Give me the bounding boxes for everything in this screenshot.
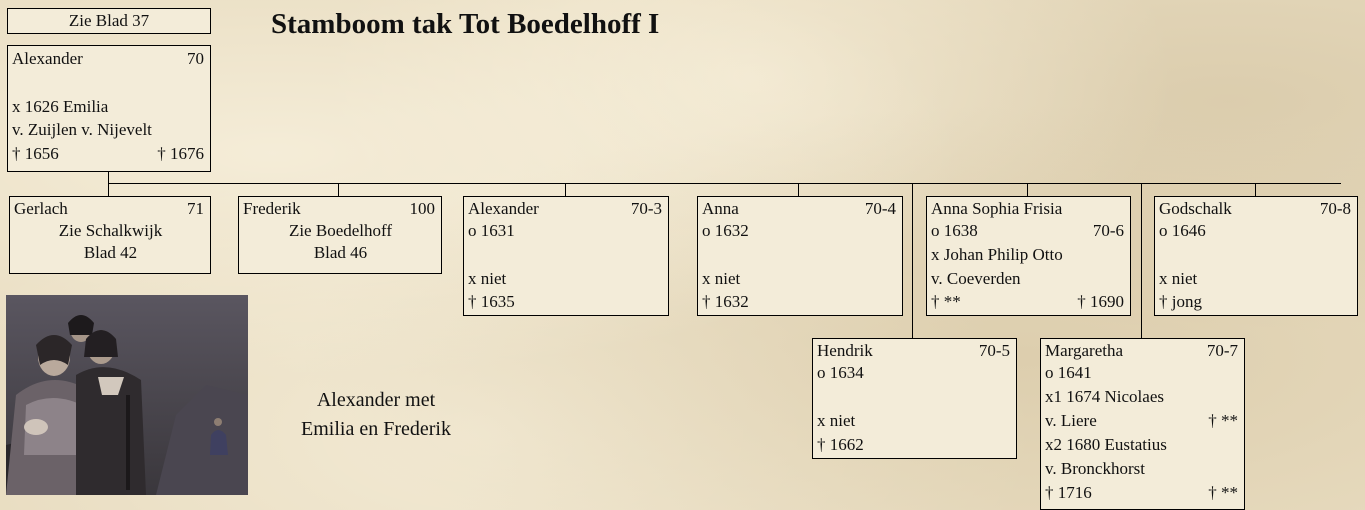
person-name: Margaretha <box>1045 341 1124 360</box>
connector-hendrik-branch <box>912 183 913 338</box>
spouse-line-2: v. Bronckhorst <box>1045 459 1145 478</box>
person-name: Gerlach <box>14 199 68 218</box>
spouse-line: v. Zuijlen v. Nijevelt <box>12 120 152 139</box>
portrait-painting <box>6 295 248 495</box>
spouse-1-death: † ** <box>1208 411 1238 430</box>
death-left: † 1656 <box>12 144 59 163</box>
person-box-alexander-70: Alexander 70 x 1626 Emilia v. Zuijlen v.… <box>7 45 211 172</box>
death-left: † 1716 <box>1045 483 1092 502</box>
person-box-gerlach-71: Gerlach 71 Zie Schalkwijk Blad 42 <box>9 196 211 274</box>
connector-horizontal <box>108 183 1341 184</box>
reference-page: Blad 42 <box>83 243 138 262</box>
person-name: Hendrik <box>817 341 873 360</box>
marriage-line: x 1626 Emilia <box>12 97 109 116</box>
person-number: 70-8 <box>1319 199 1351 218</box>
person-box-godschalk-70-8: Godschalk 70-8 o 1646 x niet † jong <box>1154 196 1358 316</box>
person-name: Anna Sophia Frisia <box>931 199 1063 218</box>
reference-text: Zie Boedelhoff <box>288 221 393 240</box>
death-line: † 1632 <box>702 292 749 311</box>
marriage-line-2: x2 1680 Eustatius <box>1045 435 1167 454</box>
person-number: 70-7 <box>1206 341 1238 360</box>
reference-page: Blad 46 <box>313 243 368 262</box>
person-box-anna-sophia-70-6: Anna Sophia Frisia o 1638 70-6 x Johan P… <box>926 196 1131 316</box>
marriage-line: x Johan Philip Otto <box>931 245 1063 264</box>
death-line: † jong <box>1159 292 1202 311</box>
connector-gerlach <box>108 183 109 196</box>
marriage-line: x niet <box>1159 269 1198 288</box>
birth-line: o 1631 <box>468 221 515 240</box>
connector-frederik <box>338 183 339 196</box>
person-number: 71 <box>187 199 204 218</box>
marriage-line-1: x1 1674 Nicolaes <box>1045 387 1164 406</box>
death-line: † 1662 <box>817 435 864 454</box>
person-name: Godschalk <box>1159 199 1232 218</box>
spouse-line-1: v. Liere <box>1045 411 1097 430</box>
person-number: 100 <box>409 199 436 218</box>
person-number: 70-6 <box>1092 221 1124 240</box>
person-number: 70-4 <box>864 199 896 218</box>
person-box-anna-70-4: Anna 70-4 o 1632 x niet † 1632 <box>697 196 903 316</box>
reference-text: Zie Schalkwijk <box>58 221 163 240</box>
death-line: † 1635 <box>468 292 515 311</box>
connector-anna <box>798 183 799 196</box>
person-number: 70-5 <box>978 341 1010 360</box>
death-right: † 1690 <box>1077 292 1124 311</box>
marriage-line: x niet <box>702 269 741 288</box>
person-name: Frederik <box>243 199 301 218</box>
marriage-line: x niet <box>468 269 507 288</box>
person-name: Alexander <box>468 199 539 218</box>
connector-root-down <box>108 172 109 184</box>
death-right: † 1676 <box>157 144 204 163</box>
portrait-caption: Alexander met Emilia en Frederik <box>301 389 451 440</box>
person-name: Alexander <box>12 49 83 68</box>
person-box-margaretha-70-7: Margaretha 70-7 o 1641 x1 1674 Nicolaes … <box>1040 338 1245 510</box>
page-title: Stamboom tak Tot Boedelhoff I <box>271 8 660 40</box>
person-number: 70 <box>187 49 204 68</box>
connector-alexander <box>565 183 566 196</box>
death-left: † ** <box>931 292 961 311</box>
reference-box: Zie Blad 37 <box>7 8 211 34</box>
person-name: Anna <box>702 199 739 218</box>
connector-anna-sophia <box>1027 183 1028 196</box>
person-box-alexander-70-3: Alexander 70-3 o 1631 x niet † 1635 <box>463 196 669 316</box>
person-box-hendrik-70-5: Hendrik 70-5 o 1634 x niet † 1662 <box>812 338 1017 459</box>
birth-line: o 1646 <box>1159 221 1206 240</box>
connector-godschalk <box>1255 183 1256 196</box>
spouse-line: v. Coeverden <box>931 269 1021 288</box>
birth-line: o 1634 <box>817 363 864 382</box>
portrait-image <box>6 295 248 495</box>
death-right: † ** <box>1208 483 1238 502</box>
birth-line: o 1632 <box>702 221 749 240</box>
person-box-frederik-100: Frederik 100 Zie Boedelhoff Blad 46 <box>238 196 442 274</box>
birth-line: o 1641 <box>1045 363 1092 382</box>
connector-margaretha-branch <box>1141 183 1142 338</box>
marriage-line: x niet <box>817 411 856 430</box>
person-number: 70-3 <box>630 199 662 218</box>
reference-label: Zie Blad 37 <box>68 11 150 30</box>
birth-line: o 1638 <box>931 221 978 240</box>
